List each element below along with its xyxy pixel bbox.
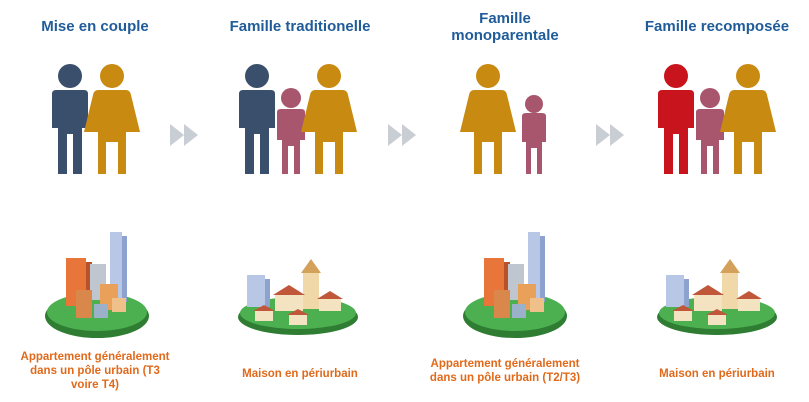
stage-housing-caption: Maison en périurbain <box>242 368 358 380</box>
stage-housing-caption: Maison en périurbain <box>659 368 775 380</box>
arrow-right-icon <box>596 124 624 146</box>
blended-family-icon <box>658 64 776 174</box>
stage-title: Mise en couple <box>41 18 149 35</box>
family-icon <box>239 64 357 174</box>
arrow-right-icon <box>170 124 198 146</box>
apartment-city-icon <box>463 232 567 338</box>
suburban-house-icon <box>657 259 777 335</box>
stage-title: Famille traditionelle <box>229 18 371 35</box>
stage-housing-caption: Appartement généralement dans un pôle ur… <box>20 351 170 391</box>
stage-housing-caption: Appartement généralement dans un pôle ur… <box>429 358 581 384</box>
single-parent-icon <box>460 64 546 174</box>
arrow-right-icon <box>388 124 416 146</box>
apartment-city-icon <box>45 232 149 338</box>
stage-famille-traditionelle: Famille traditionelle <box>205 0 395 402</box>
stage-famille-recomposee: Famille recomposée <box>625 0 809 402</box>
stage-mise-en-couple: Mise en couple Appart <box>0 0 190 402</box>
couple-icon <box>52 64 140 174</box>
stage-title: Famille recomposée <box>644 18 790 35</box>
suburban-house-icon <box>238 259 358 335</box>
stage-famille-monoparentale: Famille monoparentale Appartement g <box>410 0 600 402</box>
stage-title: Famille monoparentale <box>451 10 559 44</box>
